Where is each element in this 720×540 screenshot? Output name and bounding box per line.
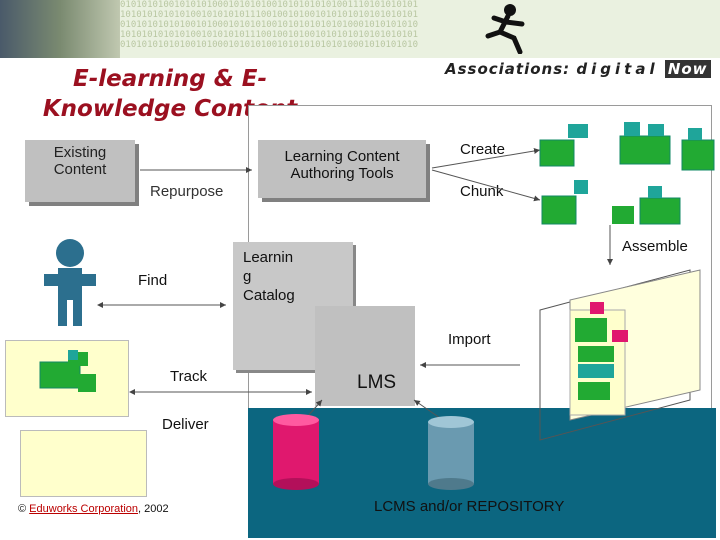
- database-magenta: [273, 414, 319, 490]
- existing-content-label: Existing Content: [53, 144, 107, 178]
- chunk-blocks: [541, 180, 681, 225]
- create-blocks: [539, 122, 715, 171]
- logo-middle: digital: [576, 60, 659, 78]
- create-label: Create: [460, 141, 506, 158]
- assemble-label: Assemble: [622, 238, 688, 255]
- title-line-1: E-learning & E-: [72, 66, 268, 92]
- connector-arrows: [97, 148, 613, 426]
- chunk-arrow: [431, 169, 541, 202]
- lms-box: [315, 306, 415, 406]
- repository-panel: LCMS and/or REPOSITORY: [248, 408, 716, 538]
- database-steel: [428, 416, 474, 490]
- computer-base: [20, 430, 147, 497]
- person-icon: [44, 239, 96, 326]
- find-label: Find: [138, 272, 168, 289]
- existing-content-box: Existing Content: [25, 140, 135, 202]
- logo-suffix: Now: [664, 60, 711, 78]
- copyright-symbol: ©: [18, 503, 27, 515]
- runner-icon: [485, 4, 525, 54]
- assembled-cube: [539, 269, 701, 441]
- learner-screen-blocks: [39, 350, 96, 392]
- binary-pattern: 0101010100101010100010101010010101010101…: [120, 0, 419, 50]
- lms-label: LMS: [357, 372, 397, 393]
- create-arrow: [431, 148, 541, 169]
- authoring-tools-box: Learning Content Authoring Tools: [258, 140, 426, 198]
- copyright-year: , 2002: [138, 503, 169, 515]
- repurpose-label: Repurpose: [150, 183, 224, 200]
- logo-prefix: Associations:: [445, 60, 571, 78]
- copyright: © Eduworks Corporation, 2002: [18, 503, 169, 515]
- authoring-tools-label: Learning Content Authoring Tools: [284, 148, 400, 182]
- import-label: Import: [448, 331, 491, 348]
- header-photo: [0, 0, 120, 58]
- deliver-label: Deliver: [162, 416, 209, 433]
- header-banner: 0101010100101010100010101010010101010101…: [0, 0, 720, 58]
- repository-label: LCMS and/or REPOSITORY: [374, 498, 565, 515]
- associations-logo: Associations: digital Now: [445, 60, 715, 78]
- company-link[interactable]: Eduworks Corporation: [29, 503, 139, 515]
- catalog-label: Learnin g Catalog: [243, 249, 295, 304]
- track-label: Track: [170, 368, 207, 385]
